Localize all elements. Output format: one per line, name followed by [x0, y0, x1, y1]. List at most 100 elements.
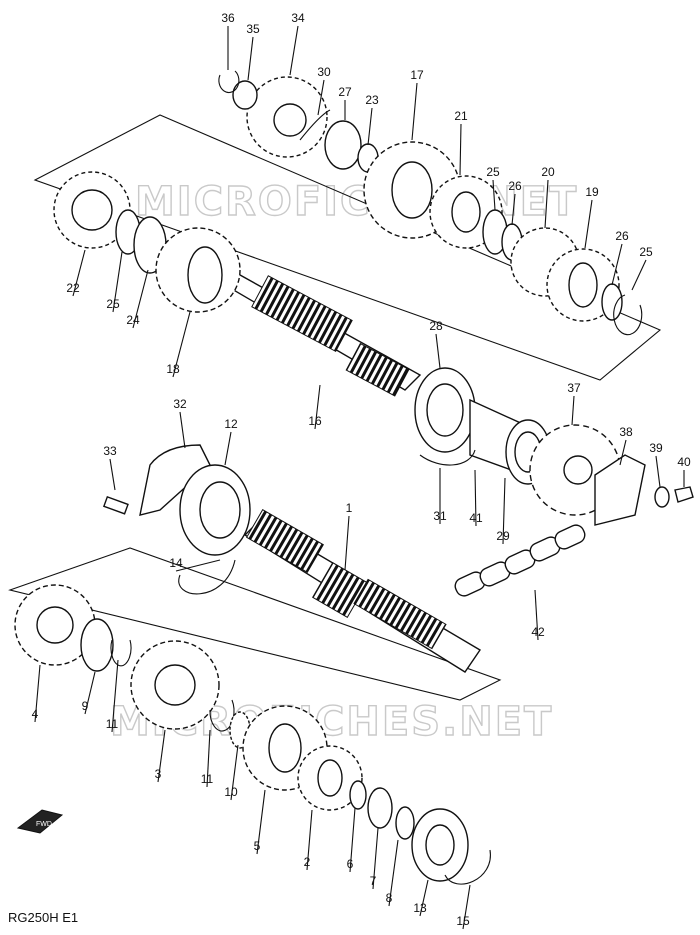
washer-7 [367, 787, 393, 829]
leader-line-3 [157, 729, 166, 783]
leader-line-14 [175, 559, 221, 572]
callout-25: 25 [639, 245, 653, 259]
upper-right-gears [218, 70, 643, 336]
gear-18-hub [187, 246, 223, 304]
circlip-25 [613, 294, 643, 336]
callout-7: 7 [370, 874, 377, 888]
callout-25: 25 [106, 297, 120, 311]
callout-17: 17 [410, 68, 424, 82]
leader-line-26 [511, 193, 516, 226]
gear-2-hub [317, 759, 343, 797]
bushing-9 [80, 618, 114, 672]
gear-5-hub [268, 723, 302, 773]
lower-gears [14, 584, 491, 885]
leader-line-15 [462, 884, 471, 930]
callout-39: 39 [649, 441, 663, 455]
pin-30 [299, 109, 331, 141]
leader-line-18 [172, 311, 191, 378]
leader-line-37 [571, 395, 575, 426]
callout-29: 29 [496, 529, 510, 543]
gear-19-hub [568, 262, 598, 308]
leader-line-16 [314, 384, 321, 430]
upper-left-gears [53, 171, 241, 313]
leader-line-33 [109, 458, 116, 491]
callout-24: 24 [126, 313, 140, 327]
gear-4-hub [36, 606, 74, 644]
forward-arrow-icon [16, 809, 64, 834]
plate-38 [594, 454, 646, 526]
washer-8 [395, 806, 415, 840]
bolt-40 [674, 486, 694, 503]
forward-arrow-label: FWD [36, 821, 52, 828]
leader-line-21 [459, 123, 462, 176]
leader-line-25 [112, 251, 123, 313]
callout-10: 10 [224, 785, 238, 799]
callout-14: 14 [169, 556, 183, 570]
bearing-28-inner [426, 383, 464, 437]
callout-12: 12 [224, 417, 238, 431]
driveshaft-spline [246, 508, 324, 574]
callout-42: 42 [531, 625, 545, 639]
callout-32: 32 [173, 397, 187, 411]
leader-line-32 [179, 411, 186, 449]
callout-11: 11 [106, 717, 119, 731]
leader-line-8 [388, 839, 399, 907]
callout-labels: 3635343027231721252620192625222524181628… [32, 11, 691, 930]
leader-line-4 [34, 664, 41, 723]
leader-line-34 [289, 25, 299, 76]
lower-frame [8, 547, 502, 701]
leader-line-12 [224, 431, 232, 466]
leader-line-1 [344, 515, 350, 571]
leader-line-20 [544, 179, 549, 229]
callout-41: 41 [469, 511, 483, 525]
callout-5: 5 [254, 839, 261, 853]
callout-19: 19 [585, 185, 599, 199]
callout-4: 4 [32, 707, 39, 721]
callout-15: 15 [456, 914, 470, 928]
leader-line-2 [306, 809, 313, 871]
driveshaft-assembly [102, 444, 481, 673]
callout-28: 28 [429, 319, 443, 333]
leader-line-26 [611, 243, 623, 286]
washer-26b [601, 283, 623, 321]
callout-1: 1 [346, 501, 353, 515]
leader-line-38 [619, 439, 627, 466]
leader-line-11 [111, 659, 119, 733]
callout-26: 26 [615, 229, 629, 243]
leader-line-23 [367, 107, 373, 146]
callout-11: 11 [201, 772, 214, 786]
washer-6 [349, 780, 367, 810]
callout-31: 31 [433, 509, 447, 523]
callout-35: 35 [246, 22, 260, 36]
leader-line-11 [206, 729, 211, 788]
leader-line-19 [584, 199, 593, 249]
gear-21-hub [451, 191, 481, 233]
callout-18: 18 [166, 362, 180, 376]
bearing-13-inner [425, 824, 455, 866]
leader-line-13 [419, 879, 429, 917]
callout-21: 21 [454, 109, 468, 123]
callout-30: 30 [317, 65, 331, 79]
gear-17-hub [391, 161, 433, 219]
countershaft-spline-end [345, 342, 410, 397]
leader-line-30 [317, 79, 325, 116]
leader-line-5 [256, 789, 266, 855]
callout-9: 9 [82, 699, 89, 713]
bearing-27 [324, 120, 362, 170]
bearing-12-inner [199, 481, 241, 539]
circlip-31 [419, 449, 476, 466]
countershaft-spline [251, 275, 353, 353]
drive-sprocket-group [454, 424, 694, 597]
leader-line-9 [84, 671, 96, 715]
callout-8: 8 [386, 891, 393, 905]
sprocket-37-hub [563, 455, 593, 485]
leader-line-35 [247, 36, 254, 81]
leader-line-41 [474, 469, 477, 527]
circlip-11b [209, 699, 235, 732]
leader-line-22 [72, 249, 86, 297]
callout-38: 38 [619, 425, 633, 439]
callout-16: 16 [308, 414, 322, 428]
callout-36: 36 [221, 11, 235, 25]
circlip-15 [444, 849, 491, 885]
callout-23: 23 [365, 93, 379, 107]
